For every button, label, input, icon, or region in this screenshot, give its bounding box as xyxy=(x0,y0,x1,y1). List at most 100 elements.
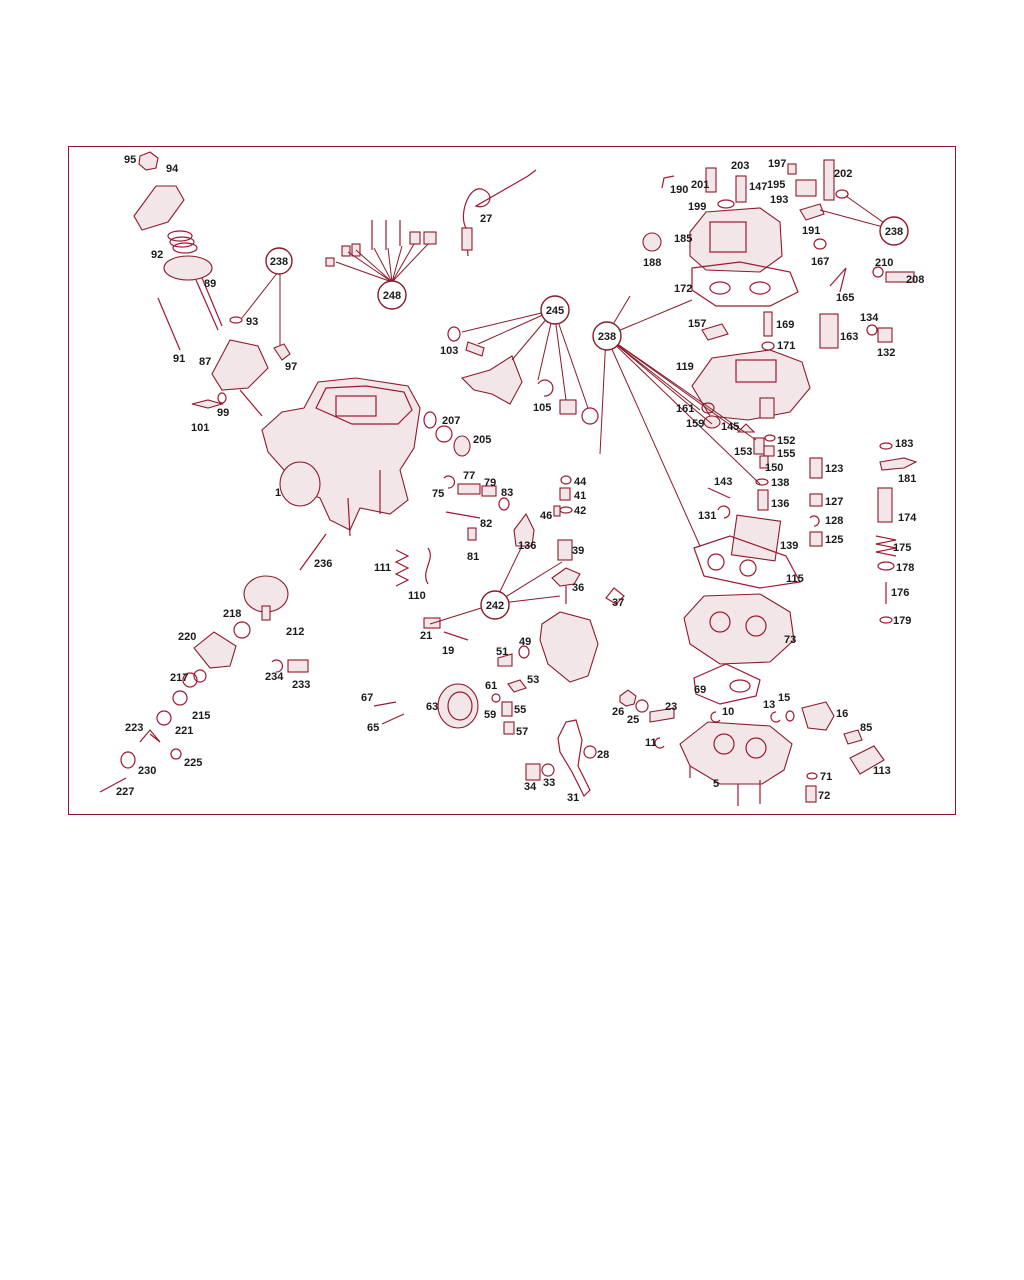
part-label: 115 xyxy=(786,573,804,585)
part-label: 101 xyxy=(191,422,209,434)
part-label: 221 xyxy=(175,725,193,737)
part-label: 71 xyxy=(820,771,832,783)
part-label: 234 xyxy=(265,671,284,683)
part-label: 131 xyxy=(698,510,716,522)
part-label: 139 xyxy=(780,540,798,552)
part-label: 93 xyxy=(246,316,258,328)
part-label: 81 xyxy=(467,551,479,563)
part-label: 73 xyxy=(784,634,796,646)
part-label: 233 xyxy=(292,679,310,691)
part-label: 225 xyxy=(184,757,202,769)
callout-bubble: 248 xyxy=(377,280,407,310)
part-label: 127 xyxy=(825,496,843,508)
part-label: 92 xyxy=(151,249,163,261)
part-label: 1 xyxy=(275,487,281,499)
part-label: 119 xyxy=(676,361,694,373)
part-label: 16 xyxy=(836,708,848,720)
callout-bubble: 245 xyxy=(540,295,570,325)
part-label: 87 xyxy=(199,356,211,368)
part-label: 193 xyxy=(770,194,788,206)
part-label: 145 xyxy=(721,421,739,433)
parts-drawings xyxy=(99,151,918,806)
part-label: 111 xyxy=(374,562,391,574)
part-label: 179 xyxy=(893,615,911,627)
part-label: 163 xyxy=(840,331,858,343)
part-label: 220 xyxy=(178,631,196,643)
part-label: 28 xyxy=(597,749,609,761)
part-label: 83 xyxy=(501,487,513,499)
part-label: 212 xyxy=(286,626,304,638)
part-label: 55 xyxy=(514,704,526,716)
part-label: 25 xyxy=(627,714,639,726)
part-label: 155 xyxy=(777,448,795,460)
part-label: 128 xyxy=(825,515,843,527)
part-label: 27 xyxy=(480,213,492,225)
part-label: 197 xyxy=(768,158,786,170)
part-label: 236 xyxy=(314,558,332,570)
part-label: 77 xyxy=(463,470,475,482)
callout-bubble: 238 xyxy=(879,216,909,246)
part-label: 94 xyxy=(166,163,179,175)
part-label: 152 xyxy=(777,435,795,447)
part-label: 5 xyxy=(713,778,719,790)
callout-label: 245 xyxy=(546,305,564,317)
part-label: 147 xyxy=(749,181,767,193)
part-label: 181 xyxy=(898,473,916,485)
part-label: 105 xyxy=(533,402,551,414)
part-label: 217 xyxy=(170,672,188,684)
part-label: 69 xyxy=(694,684,706,696)
part-label: 44 xyxy=(574,476,587,488)
part-label: 59 xyxy=(484,709,496,721)
part-label: 172 xyxy=(674,283,692,295)
part-label: 201 xyxy=(691,179,709,191)
callout-bubble: 242 xyxy=(480,590,510,620)
part-label: 91 xyxy=(173,353,185,365)
callout-leaders xyxy=(241,195,895,625)
part-label: 26 xyxy=(612,706,624,718)
part-label: 136 xyxy=(518,540,536,552)
callout-label: 248 xyxy=(383,290,401,302)
callout-bubble: 238 xyxy=(592,321,622,351)
part-label: 103 xyxy=(440,345,458,357)
part-label: 19 xyxy=(442,645,454,657)
part-label: 95 xyxy=(124,154,136,166)
part-label: 89 xyxy=(204,278,216,290)
part-label: 132 xyxy=(877,347,895,359)
part-label: 202 xyxy=(834,168,852,180)
part-label: 185 xyxy=(674,233,692,245)
part-label: 230 xyxy=(138,765,156,777)
part-label: 205 xyxy=(473,434,491,446)
part-label: 42 xyxy=(574,505,586,517)
part-label: 39 xyxy=(572,545,584,557)
part-label: 13 xyxy=(763,699,775,711)
part-label: 67 xyxy=(361,692,373,704)
part-label: 51 xyxy=(496,646,508,658)
part-label: 10 xyxy=(722,706,734,718)
part-label: 72 xyxy=(818,790,830,802)
part-label: 99 xyxy=(217,407,229,419)
part-label: 33 xyxy=(543,777,555,789)
callout-label: 238 xyxy=(270,256,288,268)
part-label: 223 xyxy=(125,722,143,734)
part-label: 36 xyxy=(572,582,584,594)
part-labels: 95 94 92 89 93 97 91 87 99 101 1 27 103 … xyxy=(116,154,924,804)
part-label: 199 xyxy=(688,201,706,213)
part-label: 150 xyxy=(765,462,783,474)
part-label: 165 xyxy=(836,292,854,304)
part-label: 82 xyxy=(480,518,492,530)
part-label: 159 xyxy=(686,418,704,430)
part-label: 11 xyxy=(645,737,657,749)
part-label: 190 xyxy=(670,184,688,196)
part-label: 63 xyxy=(426,701,438,713)
part-label: 113 xyxy=(873,765,891,777)
part-label: 178 xyxy=(896,562,914,574)
part-label: 218 xyxy=(223,608,241,620)
part-label: 169 xyxy=(776,319,794,331)
part-label: 85 xyxy=(860,722,872,734)
part-label: 134 xyxy=(860,312,879,324)
part-label: 97 xyxy=(285,361,297,373)
part-label: 31 xyxy=(567,792,579,804)
part-label: 123 xyxy=(825,463,843,475)
part-label: 195 xyxy=(767,179,785,191)
